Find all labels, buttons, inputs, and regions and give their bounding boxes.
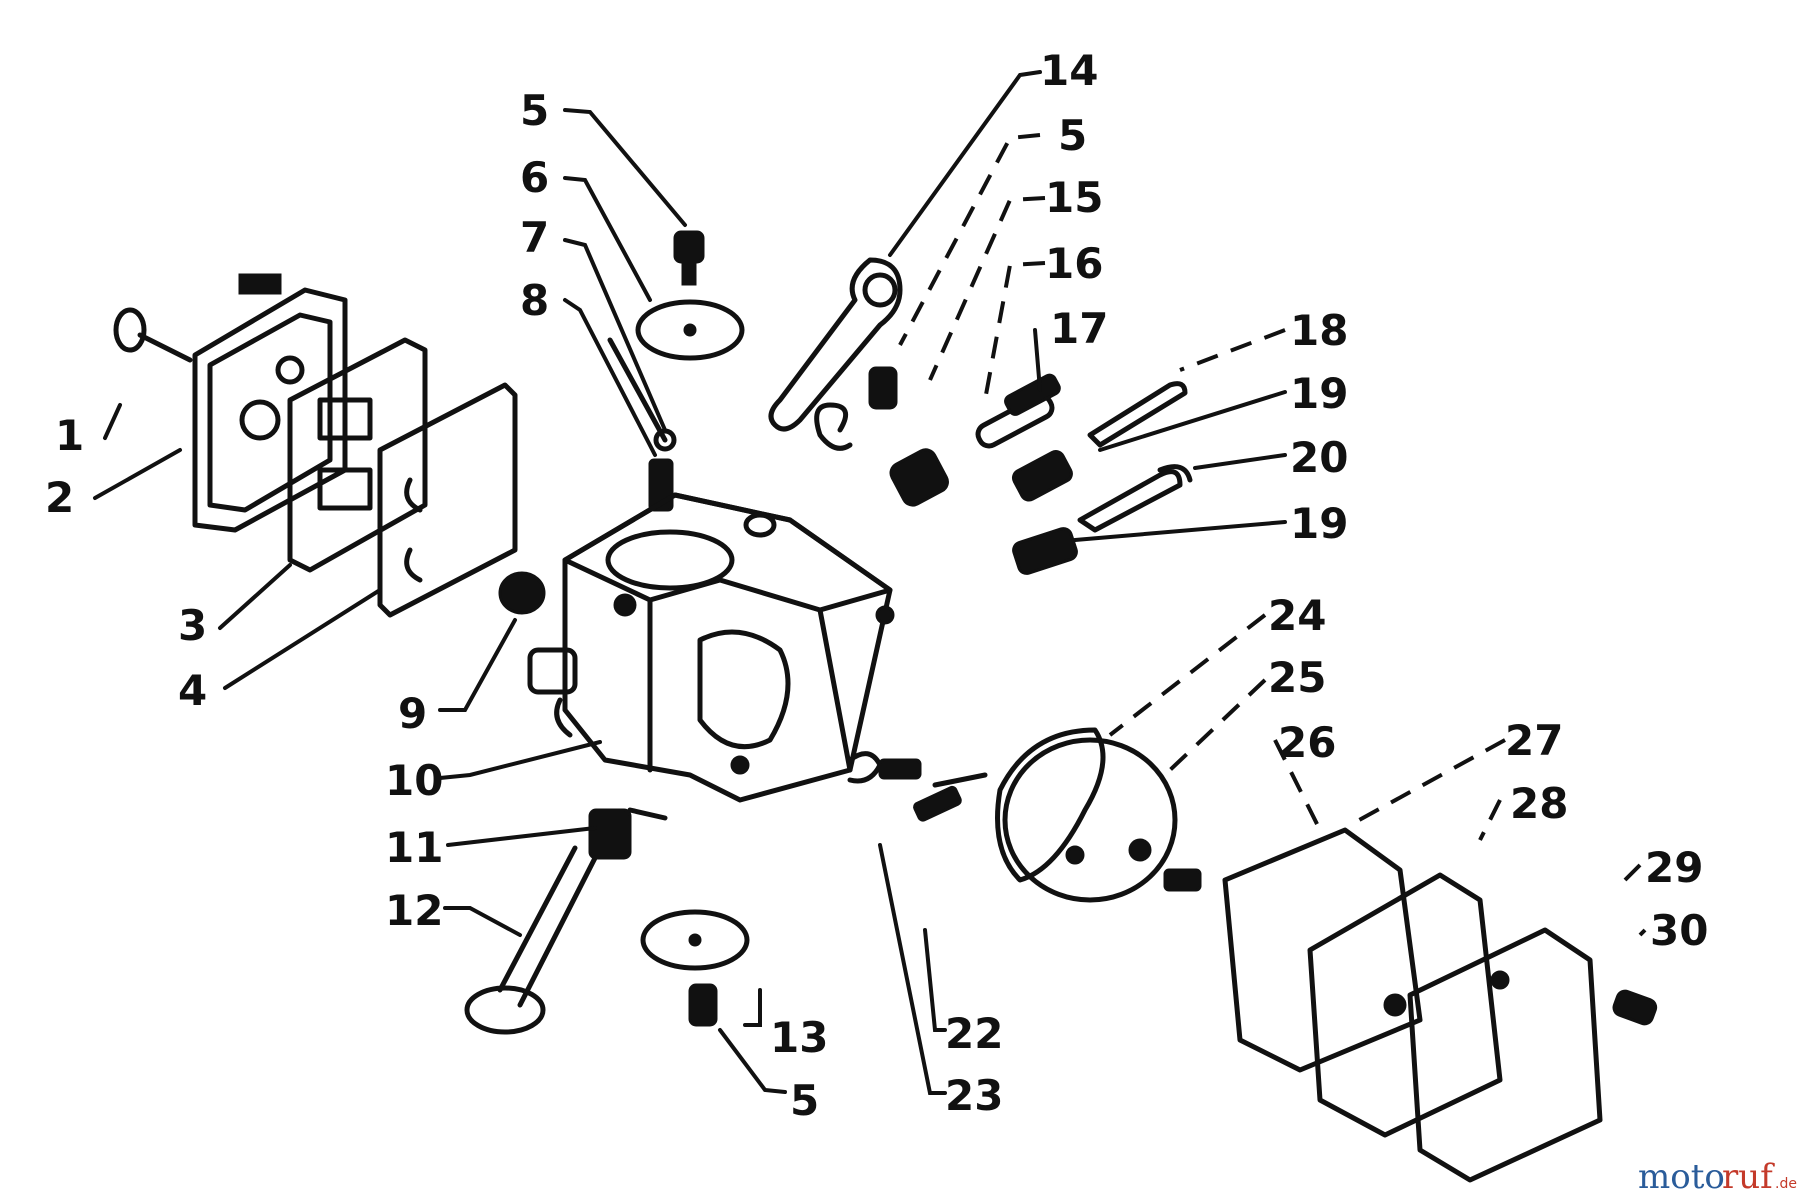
part-4-diaphragm <box>377 382 518 618</box>
part-24-diaphragm <box>995 727 1106 883</box>
leader-23 <box>878 843 947 1095</box>
part-29-cover <box>1407 927 1603 1183</box>
label-19a: 19 <box>1290 369 1348 418</box>
leader-3 <box>218 563 292 630</box>
label-26: 26 <box>1278 718 1336 767</box>
label-8: 8 <box>520 276 549 325</box>
label-27: 27 <box>1505 716 1563 765</box>
label-29: 29 <box>1645 843 1703 892</box>
label-3: 3 <box>178 601 207 650</box>
leader-11 <box>446 826 597 847</box>
watermark-logo: moto ruf .de <box>1638 1157 1797 1197</box>
label-18: 18 <box>1290 306 1348 355</box>
leader-8 <box>563 298 657 457</box>
label-11: 11 <box>385 823 443 872</box>
leader-9 <box>438 618 517 712</box>
part-5-screw-top <box>673 230 705 286</box>
part-6-welch-plug <box>635 299 745 361</box>
label-23: 23 <box>945 1071 1003 1120</box>
leader-15 <box>928 196 1046 381</box>
label-30: 30 <box>1650 906 1708 955</box>
leader-14 <box>888 70 1042 257</box>
part-13-plug-bottom <box>640 909 750 971</box>
label-4: 4 <box>178 666 207 715</box>
leader-19a <box>1098 390 1287 452</box>
part-3-gasket <box>287 337 428 573</box>
leader-2 <box>93 448 182 500</box>
leader-10 <box>438 740 602 780</box>
part-12-shaft <box>464 845 598 1035</box>
leader-27 <box>1349 738 1506 827</box>
label-9: 9 <box>398 689 427 738</box>
label-19b: 19 <box>1290 499 1348 548</box>
leader-22 <box>923 928 947 1032</box>
label-12: 12 <box>385 886 443 935</box>
part-7-8-needle-spring <box>607 337 677 512</box>
label-7: 7 <box>520 213 549 262</box>
part-30-screw <box>1612 989 1658 1026</box>
label-28: 28 <box>1510 779 1568 828</box>
part-5-screw-bottom <box>688 983 718 1027</box>
leader-19b <box>1073 520 1287 542</box>
leader-5a <box>563 108 687 227</box>
label-1: 1 <box>55 411 84 460</box>
label-2: 2 <box>45 473 74 522</box>
part-19-spring-a <box>1011 450 1073 502</box>
watermark-text-moto: moto <box>1638 1157 1725 1197</box>
watermark-text-tld: .de <box>1775 1176 1797 1192</box>
leader-12 <box>443 906 522 937</box>
leader-25 <box>1168 678 1267 772</box>
label-16: 16 <box>1045 239 1103 288</box>
part-11-spring <box>588 807 668 860</box>
part-25-metering-cover <box>1002 737 1202 903</box>
part-18-needle <box>1087 381 1188 448</box>
leader-29 <box>1623 863 1642 882</box>
leader-26 <box>1273 739 1322 831</box>
part-22-23-lever-pin <box>847 751 988 822</box>
watermark-text-ruf: ruf <box>1722 1157 1775 1197</box>
part-1-screw <box>113 307 193 363</box>
leader-24 <box>1108 613 1267 737</box>
leader-30 <box>1638 928 1647 937</box>
label-5-bottom: 5 <box>790 1076 819 1125</box>
part-9-filter-screen <box>498 571 546 615</box>
leader-5d <box>718 1028 787 1094</box>
label-10: 10 <box>385 756 443 805</box>
label-14: 14 <box>1040 46 1098 95</box>
leader-20 <box>1193 453 1287 470</box>
leader-28 <box>1478 799 1502 841</box>
leader-17 <box>1033 328 1042 392</box>
part-14-lever <box>768 257 903 451</box>
label-13: 13 <box>770 1013 828 1062</box>
label-20: 20 <box>1290 433 1348 482</box>
leader-5b <box>898 133 1041 346</box>
leader-16 <box>983 261 1046 401</box>
label-22: 22 <box>945 1009 1003 1058</box>
part-17-screw <box>1004 373 1061 416</box>
label-25: 25 <box>1268 653 1326 702</box>
part-20-needle <box>1077 464 1193 533</box>
label-17: 17 <box>1050 304 1108 353</box>
label-6: 6 <box>520 153 549 202</box>
leader-4 <box>223 588 382 690</box>
label-15: 15 <box>1045 173 1103 222</box>
part-27-28-diaphragm-plate <box>1307 872 1503 1138</box>
leader-1 <box>103 403 122 440</box>
part-19-spring-b <box>1012 527 1078 575</box>
part-15-spring <box>889 448 949 507</box>
label-5-right: 5 <box>1058 111 1087 160</box>
leader-7 <box>563 238 667 432</box>
part-26-gasket <box>1222 827 1423 1073</box>
part-5-screw-right <box>868 366 898 410</box>
label-5-top: 5 <box>520 86 549 135</box>
part-10-carburetor-body <box>527 492 895 803</box>
leader-18 <box>1179 328 1286 372</box>
leader-13 <box>743 988 762 1027</box>
label-24: 24 <box>1268 591 1326 640</box>
leader-6 <box>563 176 652 302</box>
